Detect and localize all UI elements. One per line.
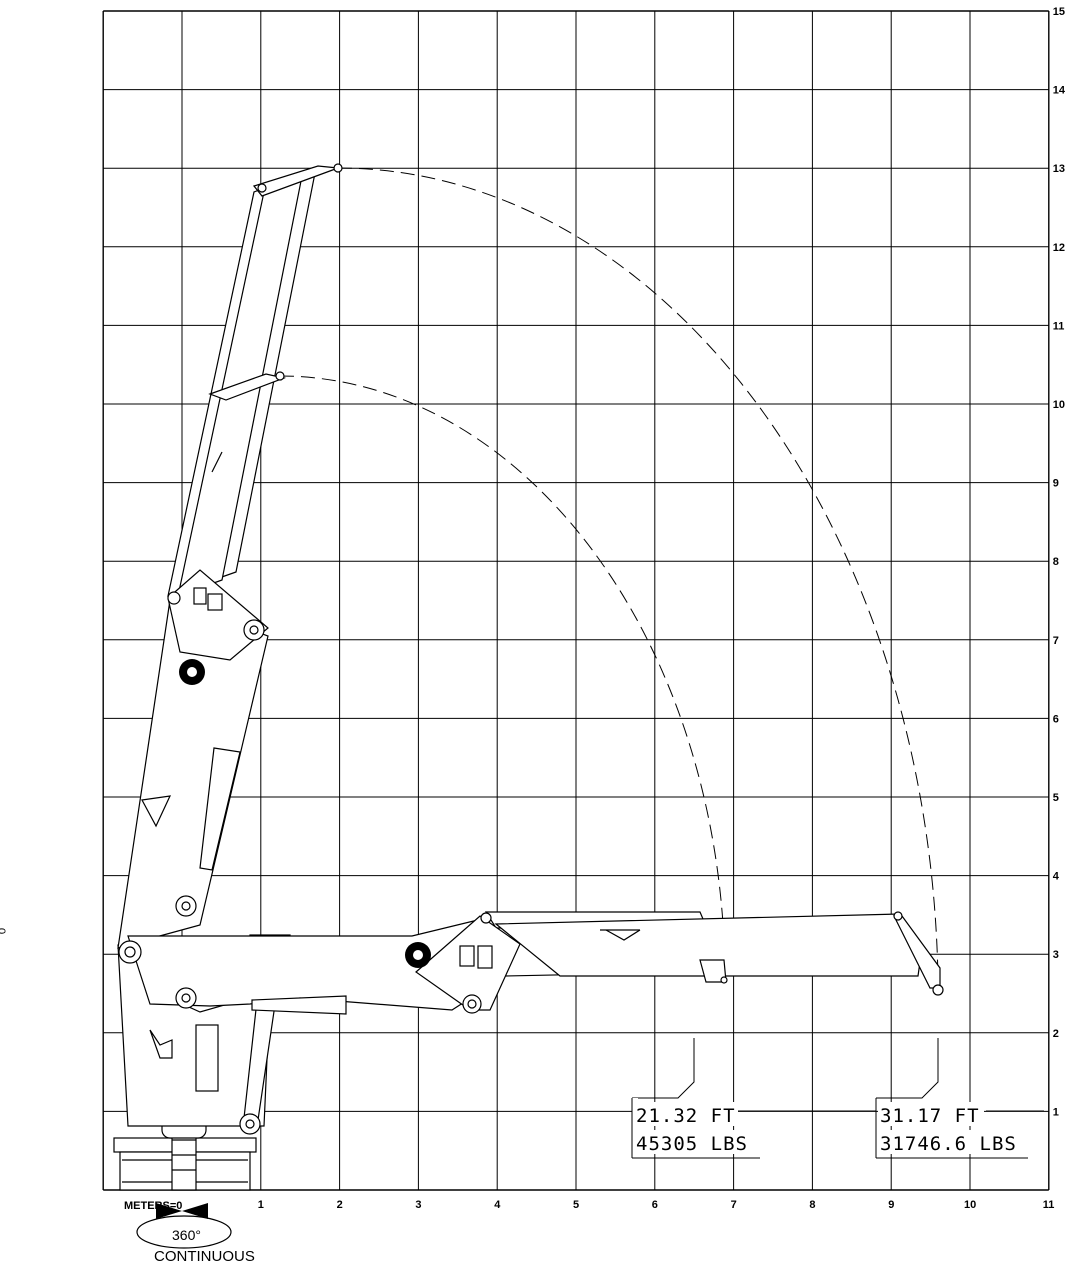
y-tick-label: 3 — [1053, 949, 1059, 961]
x-tick-label: 8 — [809, 1199, 815, 1211]
left-margin-mark: 0 — [0, 928, 7, 934]
x-tick-label: 10 — [964, 1199, 976, 1211]
y-tick-label: 14 — [1053, 85, 1066, 97]
meter-grid — [102, 10, 1050, 1191]
x-tick-label: 5 — [573, 1199, 579, 1211]
y-tick-label: 5 — [1053, 792, 1059, 804]
boom-lower-cylinder — [251, 995, 347, 1015]
y-tick-label: 4 — [1053, 871, 1060, 883]
rotation-degrees: 360° — [172, 1227, 201, 1243]
pivot-pins — [118, 163, 944, 1135]
crane-drawing — [113, 163, 944, 1191]
y-tick-label: 2 — [1053, 1028, 1059, 1040]
rotation-label: CONTINUOUS — [154, 1248, 255, 1265]
leader-line-2 — [876, 1038, 939, 1099]
load-value-1: 45305 LBS — [636, 1133, 748, 1155]
x-tick-label: 11 — [1043, 1199, 1055, 1211]
rotation-ellipse-icon — [136, 1215, 232, 1249]
y-tick-label: 7 — [1053, 635, 1059, 647]
x-tick-label: 7 — [731, 1199, 737, 1211]
y-tick-label: 6 — [1053, 713, 1059, 725]
origin-marker-icon — [156, 1203, 182, 1219]
y-tick-label: 12 — [1053, 242, 1065, 254]
capacity-label-1: 21.32 FT 45305 LBS — [631, 1098, 760, 1159]
y-tick-label: 8 — [1053, 556, 1059, 568]
x-tick-label: 9 — [888, 1199, 894, 1211]
x-tick-label: 6 — [652, 1199, 658, 1211]
load-value-2: 31746.6 LBS — [880, 1133, 1017, 1155]
capacity-label-2: 31.17 FT 31746.6 LBS — [875, 1098, 1028, 1159]
x-tick-label: 4 — [494, 1199, 501, 1211]
y-tick-label: 9 — [1053, 478, 1059, 490]
x-tick-label: 1 — [258, 1199, 264, 1211]
y-tick-label: 13 — [1053, 163, 1065, 175]
x-tick-label: 2 — [337, 1199, 343, 1211]
knuckle-plate — [167, 569, 269, 661]
y-tick-label: 15 — [1053, 6, 1065, 18]
leader-line-1 — [632, 1038, 695, 1099]
origin-label: METERS=0 — [124, 1200, 182, 1212]
outer-reach-arc — [337, 167, 939, 981]
rotation-symbol: 360° CONTINUOUS METERS=0 — [124, 1200, 255, 1265]
x-axis-ticks: 1 2 3 4 5 6 7 8 9 10 11 — [258, 1199, 1055, 1211]
y-tick-label: 1 — [1053, 1106, 1059, 1118]
y-tick-label: 10 — [1053, 399, 1065, 411]
x-tick-label: 3 — [415, 1199, 421, 1211]
reach-value-1: 21.32 FT — [636, 1105, 736, 1127]
y-tick-label: 11 — [1053, 320, 1065, 332]
inner-reach-arc — [279, 375, 726, 981]
control-valve — [195, 1024, 219, 1092]
boom-cylinder — [199, 747, 241, 871]
reach-value-2: 31.17 FT — [880, 1105, 980, 1127]
